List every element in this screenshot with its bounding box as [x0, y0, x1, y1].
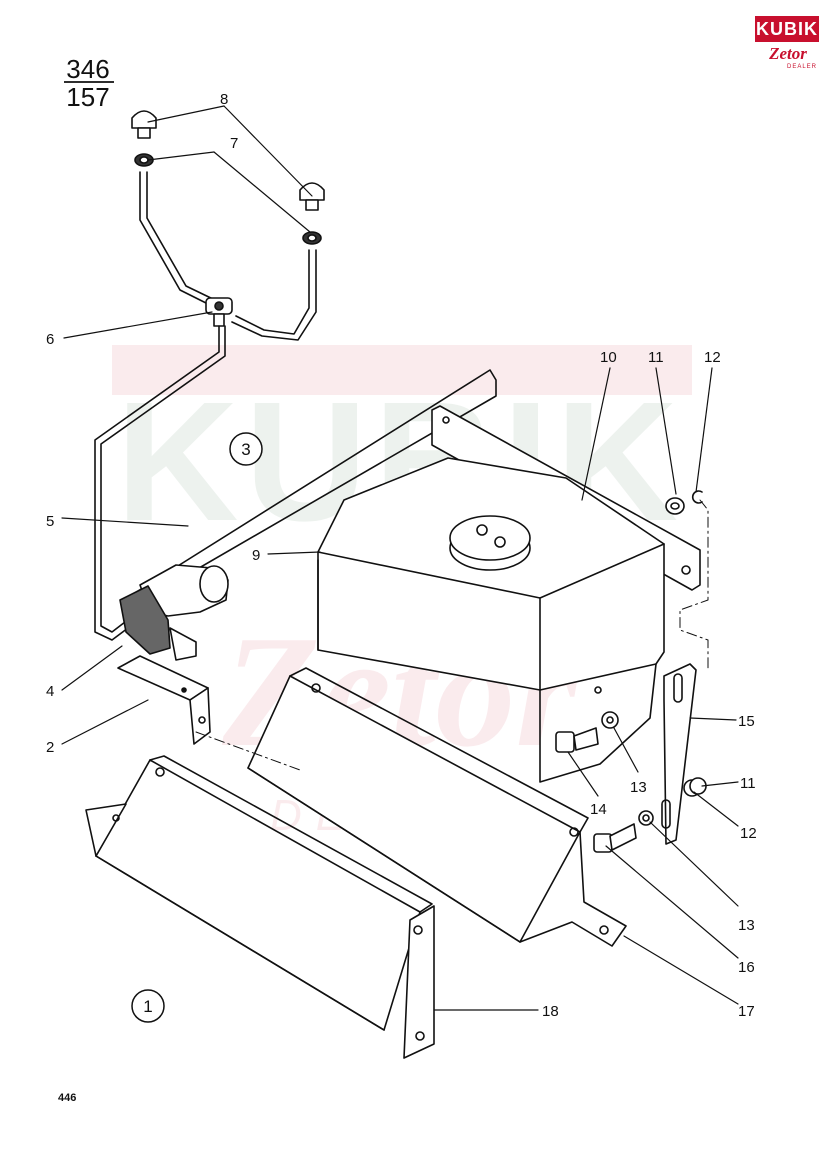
callout-7: 7	[230, 135, 238, 152]
hose-long	[94, 325, 497, 641]
bolt-16	[593, 810, 654, 853]
group-marker-1: 1	[131, 989, 165, 1023]
logo-kubik: KUBIK	[755, 16, 819, 42]
assembly-lines	[195, 499, 709, 771]
nozzle-right	[299, 182, 325, 245]
washer-tank	[317, 457, 665, 783]
bracket-pump	[117, 655, 211, 745]
hoses-upper	[139, 171, 317, 341]
callout-4: 4	[46, 683, 54, 700]
page-number: 446	[58, 1092, 77, 1104]
callout-6: 6	[46, 331, 54, 348]
callout-14: 14	[590, 801, 607, 818]
callout-18: 18	[542, 1003, 559, 1020]
strap-side	[661, 663, 697, 845]
figure-ref-top: 346	[66, 54, 109, 84]
callout-12-side: 12	[740, 825, 757, 842]
dealer-logo: KUBIK Zetor DEALER	[755, 16, 819, 74]
callout-5: 5	[46, 513, 54, 530]
callout-15: 15	[738, 713, 755, 730]
nut-washer-top	[665, 490, 703, 515]
bracket-long-front	[85, 755, 435, 1059]
group-marker-3-label: 3	[241, 440, 250, 459]
logo-dealer: DEALER	[786, 64, 817, 70]
nozzle-left	[131, 110, 157, 167]
callout-numbers: 8 7 6 5 9 4 2 10 11 12 15 11 12 13 14 13…	[46, 91, 757, 1020]
callout-13-upper: 13	[630, 779, 647, 796]
t-piece	[205, 297, 233, 327]
callout-16: 16	[738, 959, 755, 976]
washer-pump	[119, 564, 229, 661]
callout-11-side: 11	[740, 775, 756, 792]
callout-12-top: 12	[704, 349, 721, 366]
callout-2: 2	[46, 739, 54, 756]
figure-reference: 346 157	[64, 54, 114, 112]
callout-13-lower: 13	[738, 917, 755, 934]
group-marker-1-label: 1	[143, 997, 152, 1016]
logo-zetor: Zetor	[769, 44, 807, 63]
bracket-long-back	[247, 667, 627, 947]
callout-9: 9	[252, 547, 260, 564]
callout-10: 10	[600, 349, 617, 366]
figure-ref-bottom: 157	[66, 82, 109, 112]
nut-washer-side	[683, 777, 707, 797]
callout-8: 8	[220, 91, 228, 108]
callout-17: 17	[738, 1003, 755, 1020]
callout-11-top: 11	[648, 349, 664, 366]
bolt-14	[555, 711, 619, 753]
group-marker-3: 3	[229, 432, 263, 466]
leader-lines	[61, 105, 739, 1011]
